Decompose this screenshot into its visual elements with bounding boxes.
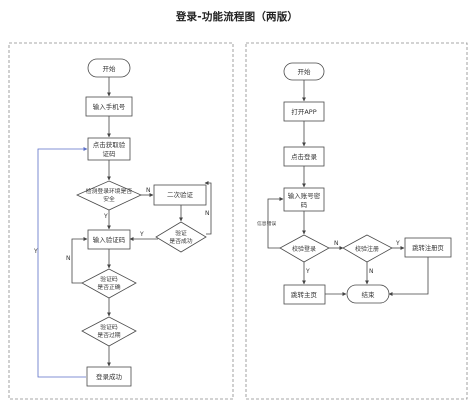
right-open-app-label: 打开APP xyxy=(291,107,316,116)
right-goto-register-node: 跳转注册页 xyxy=(404,237,452,258)
left-code-correct-diamond: 验证码 是否正确 xyxy=(81,268,137,299)
right-connectors xyxy=(267,80,429,296)
right-label-y1: Y xyxy=(395,240,400,247)
left-login-success-node: 登录成功 xyxy=(86,366,132,387)
right-label-n1: N xyxy=(334,240,339,247)
right-goto-home-node: 跳转主页 xyxy=(283,284,326,305)
left-connectors xyxy=(71,77,212,367)
left-login-success-label: 登录成功 xyxy=(96,372,123,381)
right-input-account-label-1: 输入账号密 xyxy=(288,191,321,200)
left-env-check-diamond: 检测登录环境是否 安全 xyxy=(76,180,142,211)
left-verify-ok-label-1: 验证 xyxy=(175,229,187,237)
left-label-y1: Y xyxy=(103,213,108,220)
right-input-account-node: 输入账号密 码 xyxy=(283,187,325,212)
left-code-expired-label-2: 是否过期 xyxy=(97,331,120,339)
right-label-n2: N xyxy=(369,268,374,275)
left-retry-loop xyxy=(37,147,88,378)
left-label-y2: Y xyxy=(139,231,144,238)
right-panel xyxy=(245,42,468,400)
left-label-n1: N xyxy=(146,187,151,194)
left-get-code-node: 点击获取验 证码 xyxy=(87,137,131,161)
right-end-label: 结束 xyxy=(362,290,376,299)
left-second-verify-label: 二次验证 xyxy=(167,190,194,199)
left-verify-ok-label-2: 是否成功 xyxy=(169,237,192,245)
left-panel xyxy=(8,42,234,400)
right-goto-home-label: 跳转主页 xyxy=(291,290,318,299)
left-code-expired-label-1: 验证码 xyxy=(100,323,118,331)
left-input-code-label: 输入验证码 xyxy=(93,235,126,244)
right-start-label: 开始 xyxy=(298,67,312,76)
right-label-y2: Y xyxy=(305,268,310,275)
right-end-node: 结束 xyxy=(346,284,390,304)
left-code-expired-diamond: 验证码 是否过期 xyxy=(81,316,137,347)
left-label-y-loop: Y xyxy=(33,248,38,255)
right-start-node: 开始 xyxy=(283,62,325,81)
right-click-login-node: 点击登录 xyxy=(283,146,325,167)
left-code-correct-label-1: 验证码 xyxy=(100,275,118,283)
left-input-phone-node: 输入手机号 xyxy=(85,96,133,117)
left-verify-ok-diamond: 验证 是否成功 xyxy=(155,221,207,253)
left-second-verify-node: 二次验证 xyxy=(153,184,207,206)
left-label-n2: N xyxy=(205,210,210,217)
right-check-register-diamond: 校验注册 xyxy=(342,234,393,263)
right-check-login-label: 校验登录 xyxy=(292,245,316,253)
right-info-error-label: 信息错误 xyxy=(257,220,276,227)
right-input-account-label-2: 码 xyxy=(301,201,308,209)
left-get-code-label-1: 点击获取验 xyxy=(93,140,126,149)
right-open-app-node: 打开APP xyxy=(283,101,325,122)
right-click-login-label: 点击登录 xyxy=(291,152,318,161)
left-start-node: 开始 xyxy=(87,58,131,78)
left-code-correct-label-2: 是否正确 xyxy=(97,283,120,291)
right-check-login-diamond: 校验登录 xyxy=(279,234,330,263)
left-get-code-label-2: 证码 xyxy=(103,150,117,158)
left-start-label: 开始 xyxy=(103,64,117,73)
right-check-register-label: 校验注册 xyxy=(355,245,379,253)
diagram-title: 登录-功能流程图（两版） xyxy=(175,11,299,23)
left-label-n3: N xyxy=(66,255,71,262)
left-input-phone-label: 输入手机号 xyxy=(93,102,126,111)
left-env-check-label-1: 检测登录环境是否 xyxy=(86,187,133,195)
left-input-code-node: 输入验证码 xyxy=(87,229,131,250)
right-goto-register-label: 跳转注册页 xyxy=(412,243,443,252)
left-env-check-label-2: 安全 xyxy=(103,195,115,203)
